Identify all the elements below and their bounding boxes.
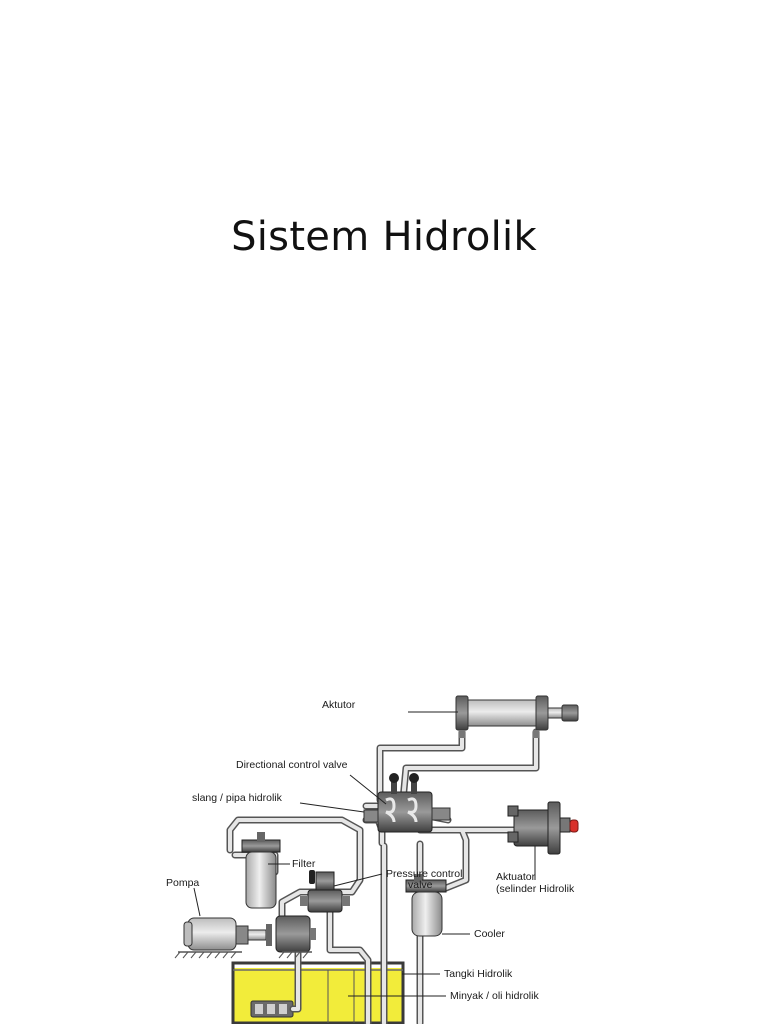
labels: Aktutor Directional control valve slang …: [166, 699, 575, 1002]
linear-actuator: [455, 695, 579, 738]
label-cooler: Cooler: [474, 928, 505, 940]
label-slang-pipa: slang / pipa hidrolik: [192, 792, 283, 804]
hydraulic-system-diagram: Aktutor Directional control valve slang …: [166, 695, 579, 1024]
directional-control-valve: [363, 773, 451, 833]
hydraulic-tank: [231, 961, 405, 1024]
label-directional-control-valve: Directional control valve: [236, 759, 348, 771]
filter: [241, 832, 281, 909]
label-aktuator-1: Aktuator: [496, 871, 536, 883]
pressure-control-valve: [300, 870, 350, 913]
tank-body: [231, 961, 405, 1024]
label-pressure-control-1: Pressure control: [386, 868, 462, 880]
leader-lines: [193, 711, 536, 997]
rotary-actuator: [507, 801, 579, 855]
label-filter: Filter: [292, 858, 316, 870]
label-aktutor: Aktutor: [322, 699, 356, 711]
label-aktuator-2: (selinder Hidrolik: [496, 883, 575, 895]
slide-title: Sistem Hidrolik: [231, 214, 537, 260]
pump-and-motor: [174, 915, 316, 959]
label-minyak: Minyak / oli hidrolik: [450, 990, 539, 1002]
label-tangki: Tangki Hidrolik: [444, 968, 513, 980]
label-pressure-control-2: valve: [408, 879, 433, 891]
cooler: [405, 874, 447, 937]
label-pompa: Pompa: [166, 877, 199, 889]
